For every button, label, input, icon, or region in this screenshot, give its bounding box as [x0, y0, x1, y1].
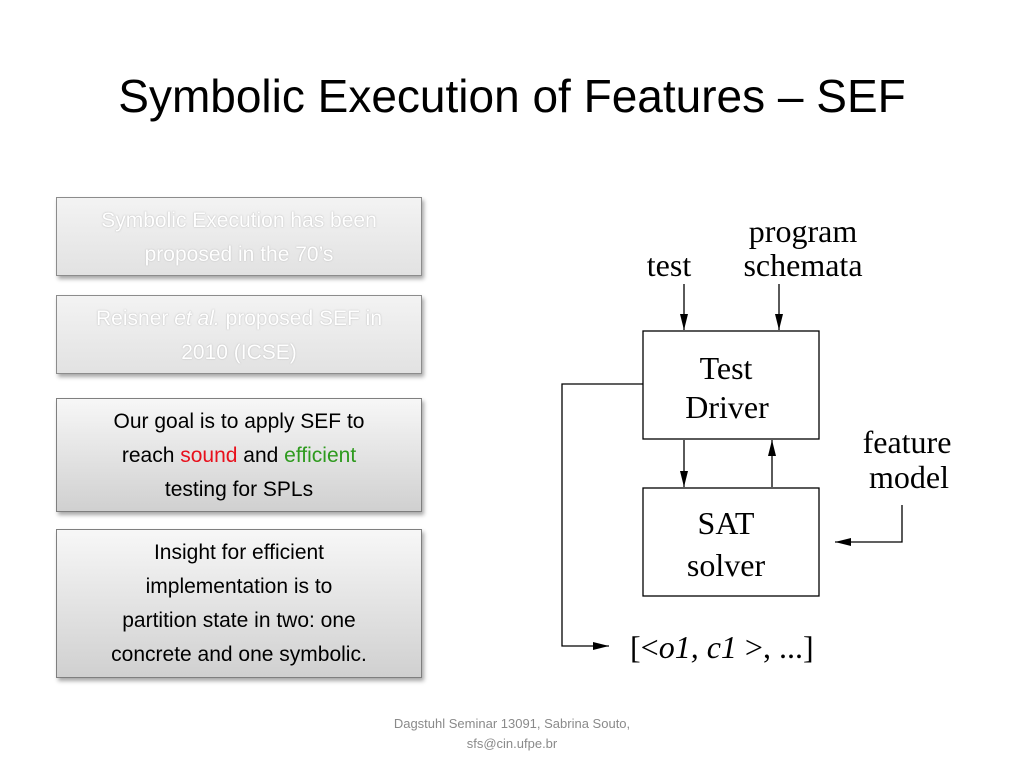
bullet-text-line: 2010 (ICSE) — [181, 341, 297, 364]
bullet-text-line: proposed in the 70’s — [144, 243, 334, 266]
bullet-text: Reisner — [96, 307, 175, 330]
input-label-test: test — [647, 247, 692, 283]
test-driver-label: Test — [700, 350, 753, 386]
feature-model-label: feature — [863, 424, 952, 460]
output-tuples-label: [<o1, c1 >, ...] — [630, 629, 814, 665]
output-close: >, ...] — [737, 629, 814, 665]
bullet-text-line: reach sound and efficient — [57, 439, 421, 473]
bullet-text-line: Symbolic Execution has been — [101, 209, 377, 232]
bullet-text-line: Our goal is to apply SEF to — [113, 410, 365, 433]
bullet-text-line: Insight for efficient — [153, 541, 325, 564]
bullet-box-reisner: Reisner et al. proposed SEF in 2010 (ICS… — [56, 295, 422, 374]
bullet-text-line: implementation is to — [145, 575, 333, 598]
highlight-efficient: efficient — [284, 444, 357, 467]
bullet-box-our-goal: Our goal is to apply SEF to reach sound … — [56, 398, 422, 512]
arrow-driver-to-output — [561, 383, 643, 650]
bullet-box-symbolic-execution: Symbolic Execution has been proposed in … — [56, 197, 422, 276]
bullet-text: and — [237, 444, 285, 467]
highlight-sound: sound — [180, 444, 238, 467]
sat-solver-box — [642, 487, 820, 597]
bullet-text-line: concrete and one symbolic. — [111, 643, 367, 666]
input-label-program: program — [749, 213, 858, 249]
bullet-text-line: Reisner et al. proposed SEF in — [57, 302, 421, 336]
sat-solver-label: SAT — [698, 505, 755, 541]
test-driver-label: Driver — [685, 389, 769, 425]
sat-solver-label: solver — [687, 547, 766, 583]
arrow-feature-model-to-solver — [835, 505, 903, 546]
output-open: [< — [630, 629, 659, 665]
bullet-text-line: testing for SPLs — [164, 478, 314, 501]
bullet-text-italic: et al. — [174, 307, 220, 330]
output-italic: o1, c1 — [659, 629, 737, 665]
bullet-text-line: partition state in two: one — [122, 609, 356, 632]
bullet-text: reach — [121, 444, 181, 467]
test-driver-box — [642, 330, 820, 440]
slide-footer: Dagstuhl Seminar 13091, Sabrina Souto, s… — [312, 714, 712, 754]
bullet-text: proposed SEF in — [219, 307, 382, 330]
slide-title: Symbolic Execution of Features – SEF — [118, 70, 906, 122]
footer-line: sfs@cin.ufpe.br — [466, 736, 558, 751]
input-label-schemata: schemata — [743, 247, 862, 283]
feature-model-label: model — [869, 459, 949, 495]
bullet-box-insight: Insight for efficient implementation is … — [56, 529, 422, 678]
footer-line: Dagstuhl Seminar 13091, Sabrina Souto, — [393, 716, 631, 731]
